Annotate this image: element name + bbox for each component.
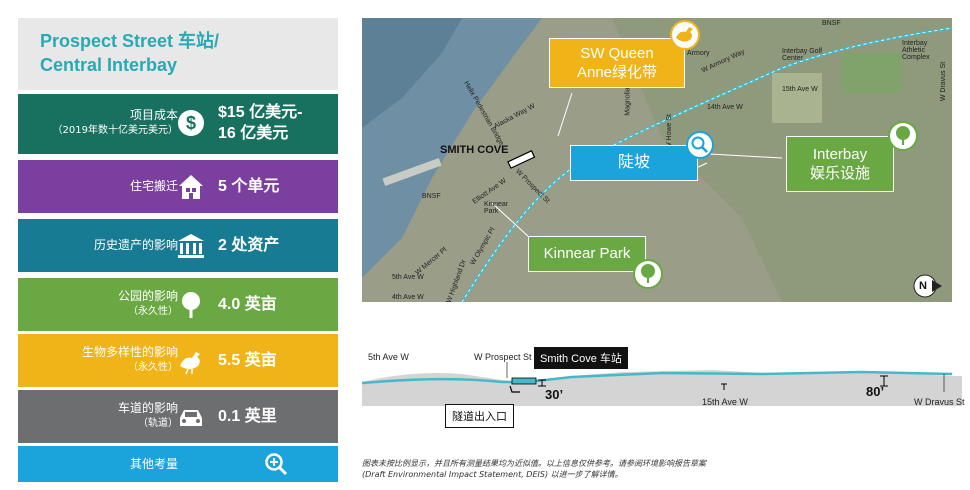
metric-label: 历史遗产的影响 [93, 238, 178, 252]
tree-icon [182, 292, 200, 318]
building-icon [178, 234, 204, 258]
map-label-armory: Armory [687, 50, 710, 57]
metric-value: 4.0 英亩 [218, 296, 277, 313]
map-label-magnolia: Magnolia [624, 87, 632, 116]
map-label-golf: Interbay Golf Center [782, 48, 823, 62]
metric-label: 公园的影响 [117, 289, 178, 303]
profile-tunnel-label: 隧道出入口 [445, 404, 514, 428]
metric-row-park: 公园的影响 （永久性） 4.0 英亩 [18, 278, 338, 331]
house-icon [179, 175, 203, 199]
metric-label: 车道的影响 [117, 401, 178, 415]
tree-icon [888, 121, 918, 151]
map-label-bnsf: BNSF [822, 20, 841, 27]
profile-label-5th: 5th Ave W [368, 352, 409, 362]
north-arrow: N [919, 280, 927, 292]
profile-label-prospect: W Prospect St [474, 352, 532, 362]
map-label-athletic: Interbay Athletic Complex [902, 40, 930, 61]
profile-label-dravus: W Dravus St [914, 397, 965, 407]
bird-icon [670, 20, 700, 50]
metric-value-line2: 16 亿美元 [218, 125, 289, 142]
tree-icon [633, 259, 663, 289]
metric-value: 0.1 英里 [218, 408, 277, 425]
metric-row-residential: 住宅搬迁 5 个单元 [18, 160, 338, 213]
metric-row-historic: 历史遗产的影响 2 处资产 [18, 219, 338, 272]
car-icon [180, 410, 202, 426]
profile-station-label: Smith Cove 车站 [534, 347, 628, 369]
other-considerations-label: 其他考量 [129, 457, 178, 471]
bird-icon [180, 352, 200, 375]
metric-sub: （永久性） [128, 362, 178, 373]
metric-row-traffic: 车道的影响 （轨道） 0.1 英里 [18, 390, 338, 443]
metric-value: 5.5 英亩 [218, 352, 277, 369]
station-title-line1: Prospect Street 车站/ [40, 31, 220, 51]
disclaimer-note: 图表未按比例显示，并且所有测量结果均为近似值。以上信息仅供参考。请参阅环境影响报… [362, 459, 706, 479]
metric-value: 5 个单元 [218, 178, 280, 195]
metric-label: 生物多样性的影响 [81, 345, 178, 359]
map-label-kinnear: Kinnear Park [484, 201, 509, 215]
profile-height: 80’ [866, 384, 885, 399]
aerial-map: BNSF BNSF W Armory Way Armory Interbay G… [362, 18, 952, 302]
map-label-5th: 5th Ave W [392, 274, 424, 281]
map-label-14th: 14th Ave W [707, 104, 743, 111]
dollar-icon: $ [178, 110, 204, 136]
callout-interbay: Interbay 娱乐设施 [786, 136, 894, 192]
station-title-line2: Central Interbay [40, 55, 178, 75]
map-label-4th: 4th Ave W [392, 294, 424, 301]
map-label-smith-cove: SMITH COVE [440, 144, 509, 156]
profile-depth: 30’ [545, 387, 564, 402]
map-label-bnsf: BNSF [422, 193, 441, 200]
metric-sub: （2019年数十亿美元美元） [52, 125, 178, 136]
metric-sub: （轨道） [138, 418, 178, 429]
metric-row-biodiversity: 生物多样性的影响 （永久性） 5.5 英亩 [18, 334, 338, 387]
zoom-icon[interactable] [685, 130, 715, 160]
metric-label: 住宅搬迁 [129, 179, 178, 193]
callout-slope: 陡坡 [570, 145, 698, 181]
metric-value: 2 处资产 [218, 237, 280, 254]
callout-sw-queen-anne: SW Queen Anne绿化带 [549, 38, 685, 88]
zoom-icon[interactable] [263, 451, 289, 477]
svg-text:$: $ [186, 113, 196, 133]
station-title-box: Prospect Street 车站/ Central Interbay [18, 18, 338, 90]
map-label-dravus: W Dravus St [940, 61, 948, 102]
map-label-howe: W Howe St [666, 113, 674, 150]
callout-kinnear-park: Kinnear Park [528, 236, 646, 272]
metric-label: 项目成本 [129, 108, 178, 122]
profile-label-15th: 15th Ave W [702, 397, 748, 407]
map-label-15th: 15th Ave W [782, 86, 818, 93]
elevation-profile [362, 362, 962, 406]
other-considerations-button[interactable]: 其他考量 [18, 446, 338, 482]
metric-sub: （永久性） [128, 306, 178, 317]
metric-value-line1: $15 亿美元- [218, 104, 303, 121]
metric-row-cost: 项目成本 （2019年数十亿美元美元） $ $15 亿美元- 16 亿美元 [18, 94, 338, 154]
